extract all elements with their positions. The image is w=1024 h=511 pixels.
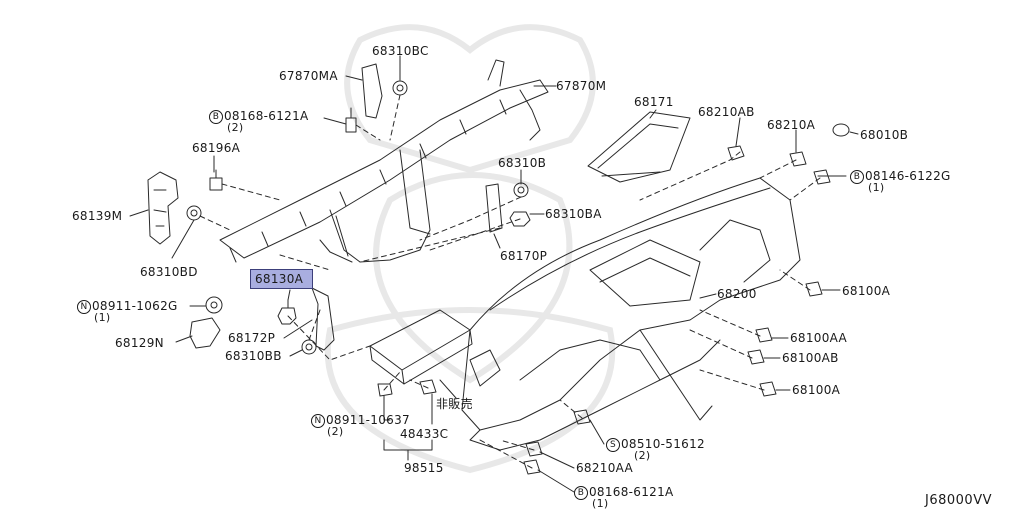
label-68200[interactable]: 68200 xyxy=(717,287,757,301)
nut-n-icon: N xyxy=(311,414,325,428)
dashed-leaders xyxy=(199,94,821,469)
part-number: 08168-6121A xyxy=(589,485,674,499)
side-bracket-68139M xyxy=(147,171,179,245)
screw-s-icon: S xyxy=(606,438,620,452)
diagram-code: J68000VV xyxy=(925,493,992,508)
label-68100A-upper[interactable]: 68100A xyxy=(842,284,891,298)
label-not-for-sale: 非販売 xyxy=(436,397,473,411)
label-98515[interactable]: 98515 xyxy=(404,461,444,475)
label-68210AA[interactable]: 68210AA xyxy=(576,461,634,475)
part-number: 08911-10637 xyxy=(326,413,410,427)
part-number: 08510-51612 xyxy=(621,437,705,451)
qty-08146: (1) xyxy=(868,181,885,194)
label-68210AB[interactable]: 68210AB xyxy=(698,105,755,119)
label-leaders xyxy=(129,55,859,493)
label-67870M[interactable]: 67870M xyxy=(556,79,607,93)
part-number: 08911-1062G xyxy=(92,299,178,313)
label-68130A-highlighted[interactable]: 68130A xyxy=(250,269,313,289)
watermark-emblem xyxy=(324,24,616,474)
label-68171[interactable]: 68171 xyxy=(634,95,674,109)
label-68310BC[interactable]: 68310BC xyxy=(372,44,429,58)
label-48433C[interactable]: 48433C xyxy=(400,427,449,441)
qty-08510: (2) xyxy=(634,449,651,462)
part-number: 08146-6122G xyxy=(865,169,951,183)
qty-08168-bottom: (1) xyxy=(592,497,609,510)
cluster-trim-68171 xyxy=(587,111,691,183)
label-68129N[interactable]: 68129N xyxy=(115,336,164,350)
label-68172P[interactable]: 68172P xyxy=(228,331,276,345)
part-number: 08168-6121A xyxy=(224,109,309,123)
nut-n-icon: N xyxy=(77,300,91,314)
label-68100AA[interactable]: 68100AA xyxy=(790,331,848,345)
bolt-b-icon: B xyxy=(209,110,223,124)
label-68100AB[interactable]: 68100AB xyxy=(782,351,839,365)
label-68210A[interactable]: 68210A xyxy=(767,118,816,132)
bolt-b-icon: B xyxy=(850,170,864,184)
label-68100A-lower[interactable]: 68100A xyxy=(792,383,841,397)
label-68310BB[interactable]: 68310BB xyxy=(225,349,282,363)
label-68139M[interactable]: 68139M xyxy=(72,209,123,223)
label-68310BD[interactable]: 68310BD xyxy=(140,265,198,279)
label-68310BA[interactable]: 68310BA xyxy=(545,207,602,221)
qty-08911-10637: (2) xyxy=(327,425,344,438)
qty-08911-1062G: (1) xyxy=(94,311,111,324)
brackets xyxy=(189,63,503,351)
qty-08168-top: (2) xyxy=(227,121,244,134)
steering-member xyxy=(219,59,549,263)
label-68170P[interactable]: 68170P xyxy=(500,249,548,263)
instrument-panel-68200 xyxy=(461,177,801,451)
label-68010B[interactable]: 68010B xyxy=(860,128,909,142)
label-67870MA[interactable]: 67870MA xyxy=(279,69,338,83)
bolt-b-icon: B xyxy=(574,486,588,500)
label-68310B[interactable]: 68310B xyxy=(498,156,547,170)
label-68196A[interactable]: 68196A xyxy=(192,141,241,155)
